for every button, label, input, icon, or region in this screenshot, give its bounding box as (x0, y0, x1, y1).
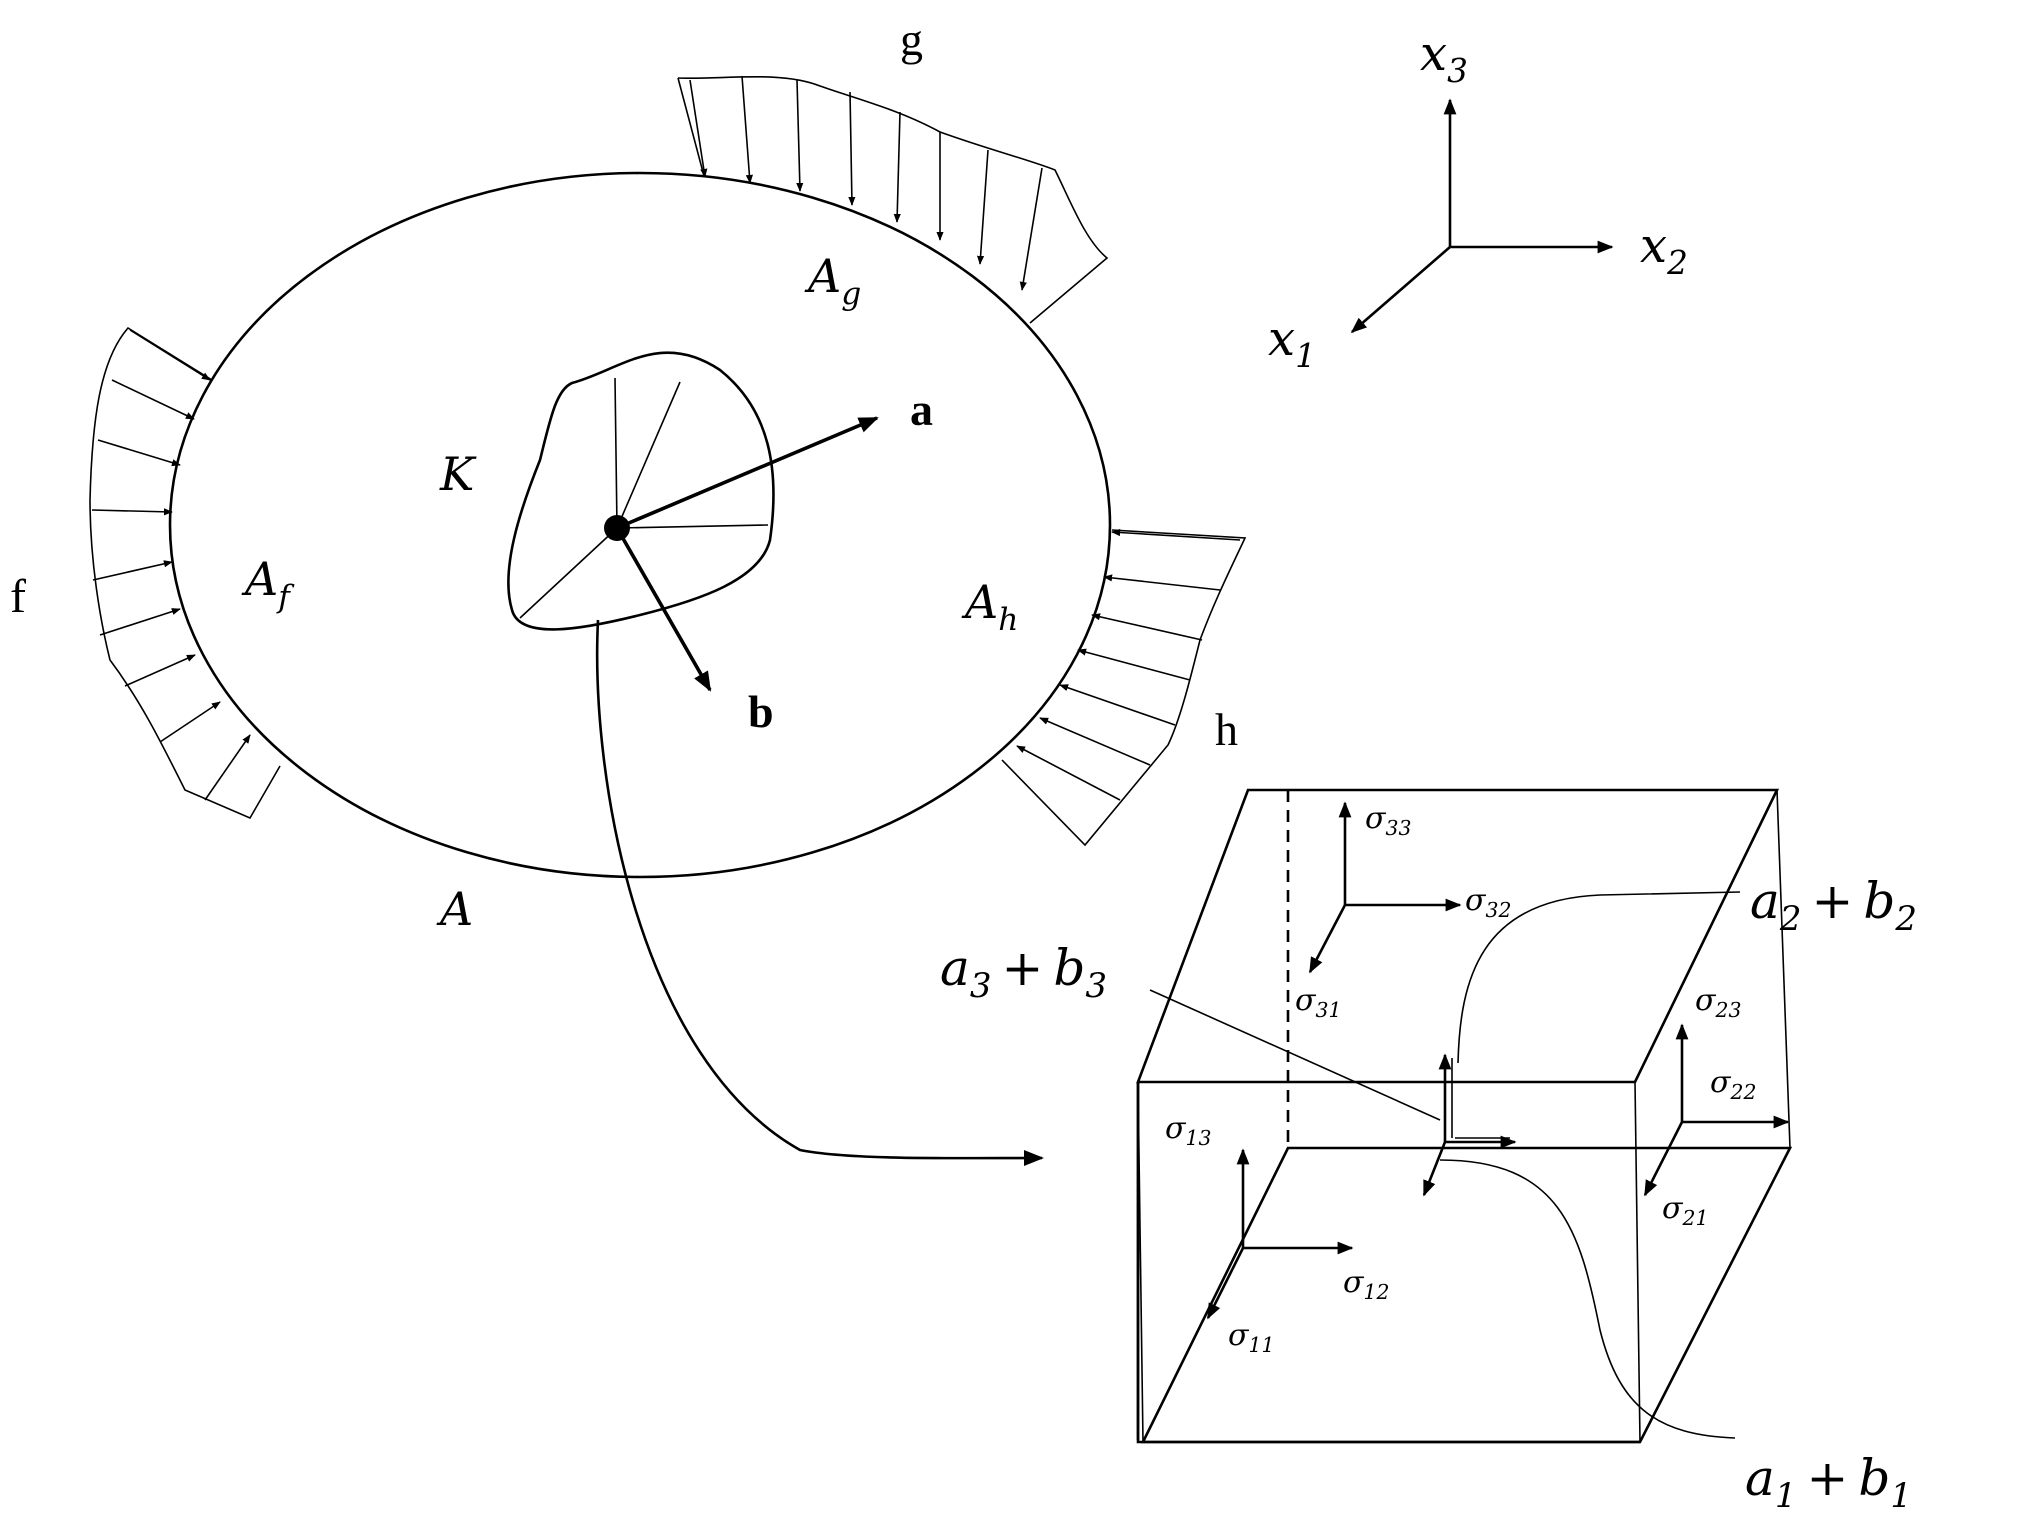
stress-label-13: σ13 (1165, 1111, 1211, 1150)
stress-label-12: σ12 (1343, 1265, 1389, 1304)
region-label-a: A (436, 882, 473, 936)
stress-element-cube (1136, 788, 1793, 1444)
sum-label-3: a3+b3 (940, 939, 1107, 1006)
stress-arrows (1206, 801, 1790, 1320)
subdomain-k (507, 351, 879, 692)
coordinate-axes (1350, 98, 1614, 334)
stress-label-32: σ32 (1465, 883, 1511, 922)
stress-label-22: σ22 (1710, 1065, 1756, 1104)
load-distribution-f (89, 326, 281, 820)
zoom-connector (595, 619, 1044, 1167)
stress-label-11: σ11 (1228, 1318, 1274, 1357)
sum-leader-lines (1149, 891, 1741, 1439)
axis-label-x2: x2 (1640, 218, 1688, 282)
sum-label-2: a2+b2 (1750, 872, 1917, 939)
axis-label-x3: x3 (1420, 26, 1468, 90)
load-distribution-h (1001, 528, 1247, 847)
stress-label-23: σ23 (1695, 983, 1741, 1022)
vector-b-arrow (615, 527, 712, 692)
region-label-k: K (439, 447, 477, 501)
region-label-a-h: Ah (961, 575, 1018, 638)
vector-a-arrow (616, 416, 879, 530)
vector-label-b: b (748, 686, 774, 737)
stress-label-31: σ31 (1295, 983, 1341, 1022)
region-label-a-g: Ag (804, 249, 861, 312)
stress-label-33: σ33 (1365, 801, 1411, 840)
load-label-f: f (10, 570, 26, 623)
load-distribution-g (677, 75, 1109, 324)
load-label-g: g (900, 14, 923, 65)
axis-label-x1: x1 (1268, 311, 1316, 375)
stress-label-21: σ21 (1662, 1191, 1708, 1230)
load-label-h: h (1215, 704, 1238, 755)
body-boundary (168, 171, 1112, 879)
vector-label-a: a (910, 384, 933, 435)
sum-label-1: a1+b1 (1745, 1449, 1912, 1516)
region-label-a-f: Af (241, 552, 295, 615)
